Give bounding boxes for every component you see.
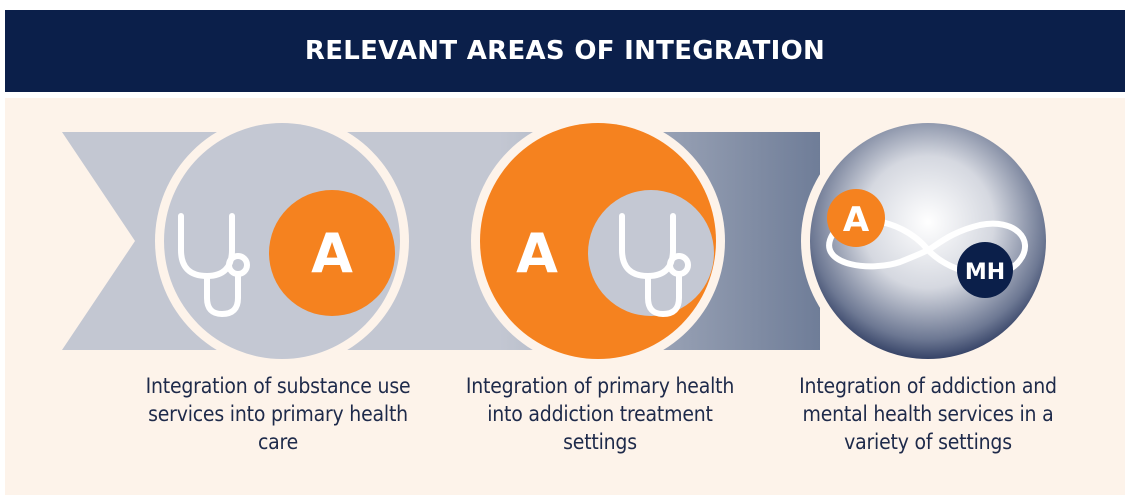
page-title: RELEVANT AREAS OF INTEGRATION xyxy=(304,36,826,66)
stethoscope-icon xyxy=(619,213,691,317)
caption-step-3: Integration of addiction and mental heal… xyxy=(799,374,1057,454)
circle-2-letter: A xyxy=(516,222,558,285)
caption-step-1: Integration of substance use services in… xyxy=(145,374,411,454)
caption-step-2: Integration of primary health into addic… xyxy=(465,374,735,454)
circle-step-3: A MH xyxy=(801,114,1055,368)
circle-1-orange-badge xyxy=(269,190,395,316)
circle-3-sphere xyxy=(810,123,1046,359)
addiction-badge-letter: A xyxy=(843,200,870,240)
circle-step-1: A xyxy=(155,114,409,368)
mental-health-badge xyxy=(957,242,1013,298)
mental-health-badge-letter: MH xyxy=(965,260,1005,285)
circle-1-letter: A xyxy=(311,222,353,285)
header-banner: RELEVANT AREAS OF INTEGRATION xyxy=(5,10,1125,92)
stethoscope-icon xyxy=(178,213,250,317)
circle-step-2: A xyxy=(471,114,725,368)
addiction-badge xyxy=(827,189,885,247)
